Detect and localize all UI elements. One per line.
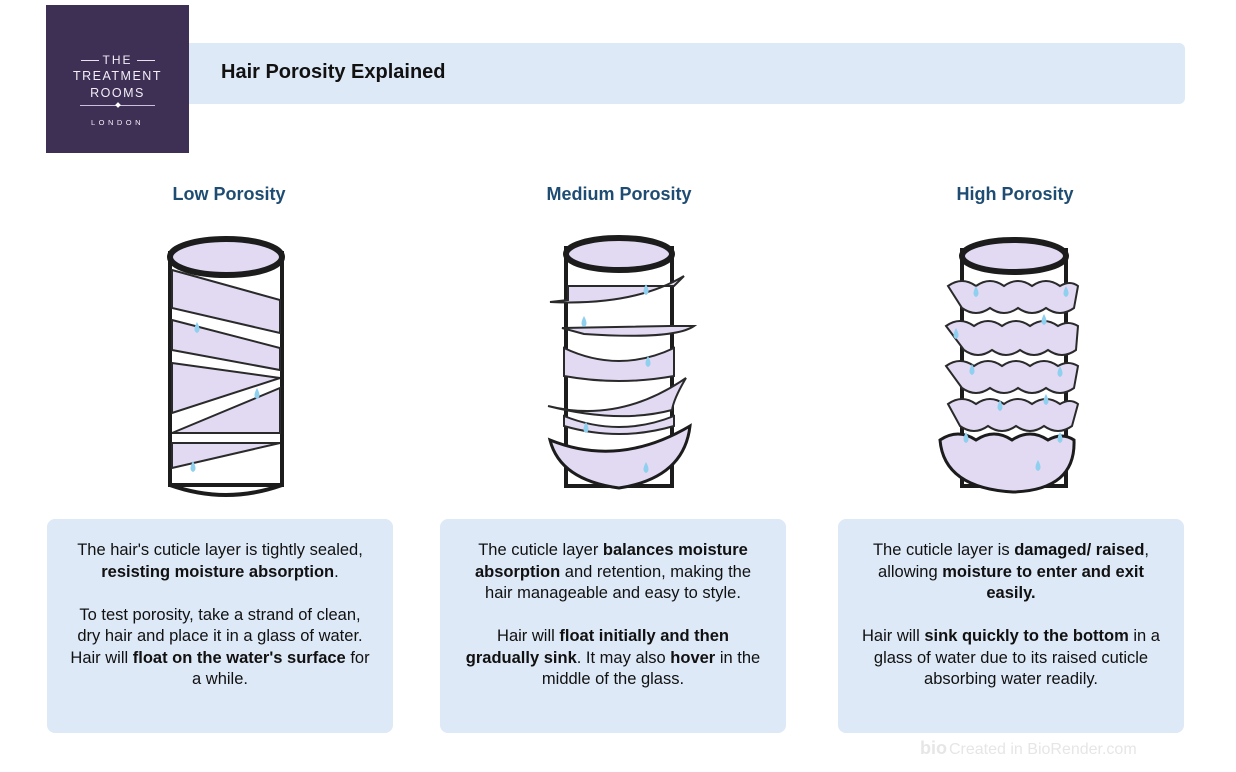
watermark-text: Created in BioRender.com [949, 741, 1137, 758]
high-porosity-hair-illustration [938, 237, 1080, 494]
water-droplets [581, 284, 651, 473]
title-banner: Hair Porosity Explained [189, 43, 1185, 104]
emphasis-text: sink quickly to the bottom [924, 627, 1129, 645]
body-text: Hair will [862, 627, 925, 645]
hair-shaft [167, 236, 285, 497]
water-droplets [190, 322, 260, 472]
emphasis-text: moisture to enter and exit easily. [942, 562, 1144, 603]
logo-line-the: THE [46, 53, 189, 67]
high-porosity-paragraph-2: Hair will sink quickly to the bottom in … [860, 626, 1162, 691]
brand-logo: THE TREATMENT ROOMS LONDON [46, 5, 189, 153]
logo-diamond-icon [115, 102, 121, 108]
logo-city: LONDON [90, 118, 145, 127]
water-droplets [953, 286, 1069, 471]
watermark-brand: bio [920, 738, 947, 758]
medium-porosity-hair-illustration [547, 235, 698, 490]
heading-high-porosity: High Porosity [956, 184, 1074, 204]
body-text: and retention, making the hair manageabl… [485, 562, 752, 603]
body-text: in a glass of water due to its raised cu… [873, 627, 1160, 688]
low-porosity-description: The hair's cuticle layer is tightly seal… [47, 519, 393, 733]
hair-shaft [547, 235, 698, 490]
low-porosity-paragraph-2: To test porosity, take a strand of clean… [69, 605, 371, 691]
logo-line-rooms: ROOMS [90, 86, 145, 100]
high-porosity-paragraph-1: The cuticle layer is damaged/ raised, al… [860, 540, 1162, 605]
medium-porosity-description: The cuticle layer balances moisture abso… [440, 519, 786, 733]
body-text: The hair's cuticle layer is tightly seal… [77, 541, 363, 559]
heading-low-porosity: Low Porosity [172, 184, 286, 204]
emphasis-text: float on the water's surface [132, 648, 346, 667]
medium-porosity-paragraph-1: The cuticle layer balances moisture abso… [462, 540, 764, 605]
emphasis-text: hover [670, 648, 716, 667]
medium-porosity-paragraph-2: Hair will float initially and then gradu… [462, 626, 764, 691]
low-porosity-hair-illustration [167, 236, 285, 497]
body-text: To test porosity, take a strand of clean… [70, 605, 363, 667]
logo-line-treatment: TREATMENT [73, 69, 162, 83]
high-porosity-description: The cuticle layer is damaged/ raised, al… [838, 519, 1184, 733]
body-text: in the middle of the glass. [541, 648, 761, 689]
body-text: . It may also [576, 648, 671, 667]
body-text: The cuticle layer is [872, 541, 1015, 559]
page-title: Hair Porosity Explained [221, 61, 446, 83]
hair-shaft [938, 237, 1080, 494]
body-text: Hair will [497, 627, 560, 645]
emphasis-text: float initially and then gradually sink [465, 627, 729, 667]
heading-medium-porosity: Medium Porosity [546, 184, 692, 204]
emphasis-text: resisting moisture absorption [101, 562, 335, 581]
body-text: for a while. [192, 648, 370, 689]
emphasis-text: damaged/ raised [1014, 541, 1145, 559]
body-text: The cuticle layer [478, 541, 603, 559]
body-text: , allowing [878, 541, 1150, 581]
body-text: . [334, 562, 339, 581]
emphasis-text: balances moisture absorption [474, 541, 748, 581]
low-porosity-paragraph-1: The hair's cuticle layer is tightly seal… [69, 540, 371, 583]
